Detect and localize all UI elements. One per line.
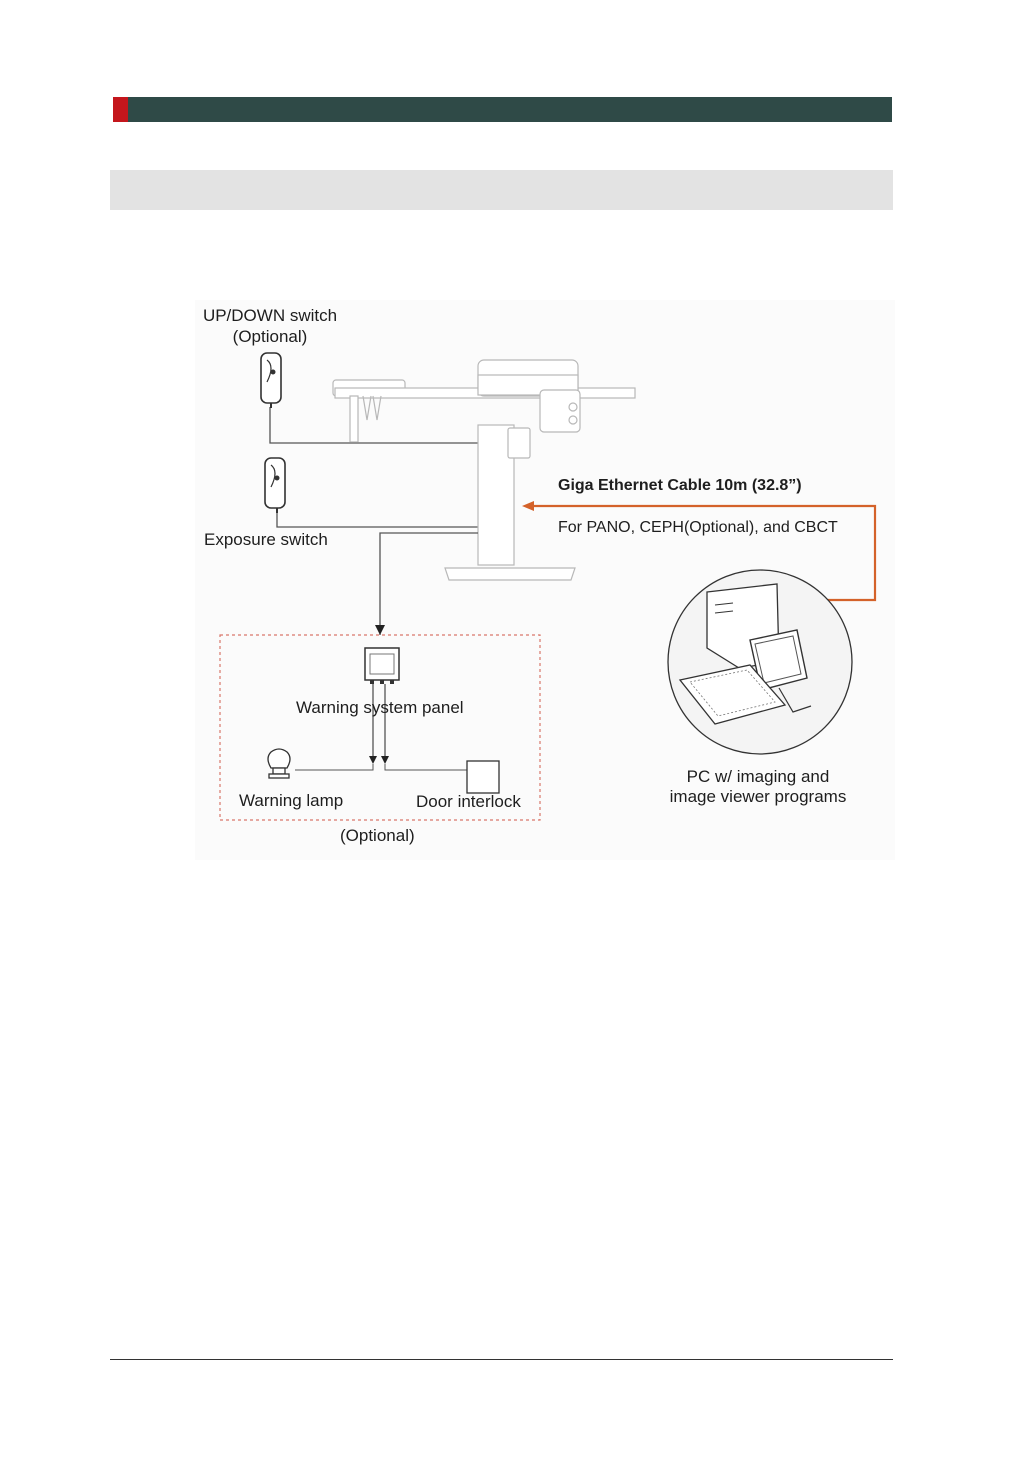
updown-switch-label-line2: (Optional) xyxy=(195,327,345,347)
pc-label-line1: PC w/ imaging and xyxy=(650,767,866,787)
pc-label-line2: image viewer programs xyxy=(650,787,866,807)
warning-cable-arrow xyxy=(375,625,385,635)
lamp-arrow xyxy=(369,756,377,764)
chapter-header-bar xyxy=(113,97,892,122)
door-arrow xyxy=(381,756,389,764)
ethernet-cable-title: Giga Ethernet Cable 10m (32.8”) xyxy=(558,476,802,496)
lamp-icon xyxy=(268,749,290,778)
updown-cable xyxy=(270,407,478,443)
warning-lamp-label: Warning lamp xyxy=(239,791,343,811)
footer-rule xyxy=(110,1359,893,1360)
warning-panel-label: Warning system panel xyxy=(296,698,464,718)
door-interlock-label: Door interlock xyxy=(416,792,521,812)
xray-unit-icon xyxy=(333,360,635,580)
ethernet-arrow-unit xyxy=(522,501,534,511)
updown-switch-label-line1: UP/DOWN switch xyxy=(195,306,345,326)
exposure-cable xyxy=(277,512,478,527)
section-title-band xyxy=(110,170,893,210)
door-branch xyxy=(385,764,467,770)
door-icon xyxy=(467,761,499,793)
updown-switch-icon xyxy=(261,353,281,408)
panel-box-icon xyxy=(365,648,399,684)
system-connection-diagram: UP/DOWN switch (Optional) Exposure switc… xyxy=(195,300,895,860)
optional-group-label: (Optional) xyxy=(340,826,415,846)
lamp-branch xyxy=(295,764,373,770)
ethernet-cable-subtitle: For PANO, CEPH(Optional), and CBCT xyxy=(558,518,838,538)
warning-cable xyxy=(380,533,478,635)
chapter-header-accent xyxy=(113,97,128,122)
exposure-switch-icon xyxy=(265,458,285,513)
computer-icon xyxy=(668,570,852,754)
exposure-switch-label: Exposure switch xyxy=(204,530,328,550)
